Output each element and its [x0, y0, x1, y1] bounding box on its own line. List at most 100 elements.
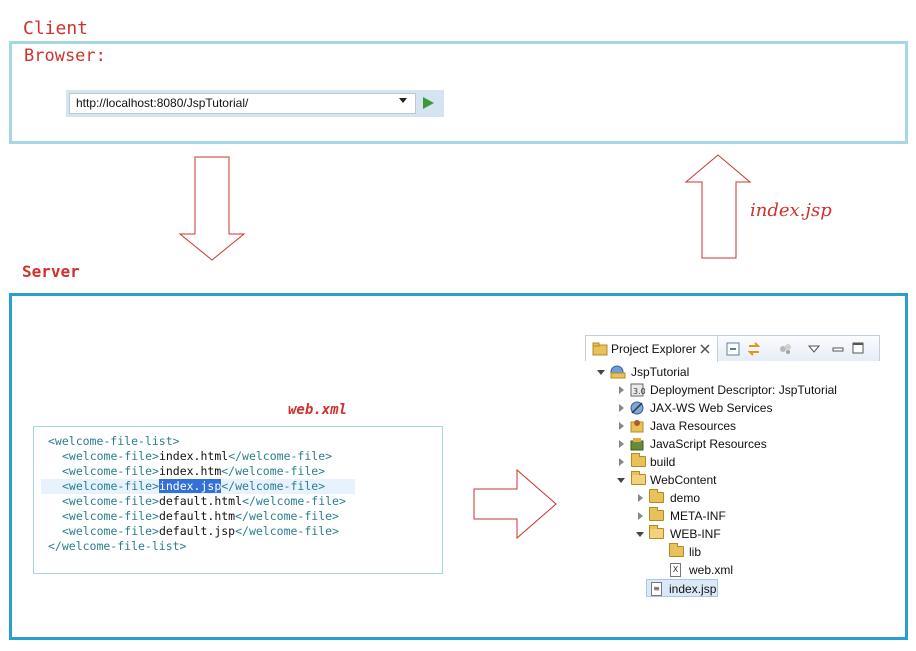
maximize-icon[interactable] — [852, 342, 864, 354]
tree-item-javascript-resources[interactable]: JavaScript Resources — [585, 435, 880, 453]
returned-file-label: index.jsp — [750, 200, 832, 221]
jsp-file-icon: ≡ — [651, 582, 662, 596]
tree-item-lib[interactable]: lib — [585, 543, 880, 561]
chevron-down-icon[interactable] — [399, 98, 407, 103]
response-arrow — [684, 154, 752, 259]
code-line: <welcome-file>default.html</welcome-file… — [34, 494, 442, 509]
server-label: Server — [22, 262, 80, 281]
tree-item-jaxws[interactable]: JAX-WS Web Services — [585, 399, 880, 417]
explorer-title: Project Explorer — [611, 342, 697, 356]
minimize-icon[interactable] — [832, 344, 844, 354]
chevron-right-icon[interactable] — [619, 440, 624, 448]
folder-icon — [649, 489, 664, 503]
xml-tag: </welcome-file> — [228, 449, 333, 463]
folder-icon — [649, 507, 664, 521]
svg-text:3.0: 3.0 — [633, 387, 645, 396]
tree-item-label: JAX-WS Web Services — [650, 401, 773, 415]
chevron-right-icon[interactable] — [619, 404, 624, 412]
web-services-icon — [630, 401, 644, 415]
close-icon[interactable] — [700, 344, 710, 354]
request-arrow — [178, 156, 246, 261]
client-box — [9, 41, 908, 144]
xml-tag: </welcome-file> — [242, 494, 346, 508]
tree-item-label: Java Resources — [650, 419, 737, 433]
lookup-arrow — [473, 468, 557, 540]
server-box — [9, 293, 908, 640]
folder-open-icon — [631, 471, 646, 485]
xml-text: default.jsp — [158, 524, 236, 538]
go-icon[interactable] — [423, 97, 434, 109]
folder-icon — [669, 543, 684, 557]
code-line: <welcome-file>index.htm</welcome-file> — [34, 464, 442, 479]
collapse-all-icon[interactable] — [726, 342, 740, 356]
folder-icon — [631, 453, 646, 467]
xml-tag: </welcome-file> — [235, 509, 339, 523]
tree-item-java-resources[interactable]: Java Resources — [585, 417, 880, 435]
filters-icon[interactable] — [778, 342, 794, 356]
tree-item-label: demo — [670, 491, 701, 505]
url-input[interactable]: http://localhost:8080/JspTutorial/ — [69, 93, 416, 114]
tree-item-project[interactable]: JspTutorial — [585, 363, 880, 381]
xml-tag: </welcome-file> — [221, 464, 326, 478]
tree-item-label: WebContent — [650, 473, 717, 487]
explorer-header: Project Explorer — [585, 335, 880, 362]
code-line: <welcome-file>default.jsp</welcome-file> — [34, 524, 442, 539]
chevron-down-icon[interactable] — [617, 478, 625, 483]
chevron-right-icon[interactable] — [638, 494, 643, 502]
xml-tag: </welcome-file> — [221, 479, 326, 493]
browser-label: Browser: — [24, 46, 106, 66]
code-line: <welcome-file-list> — [34, 434, 442, 449]
xml-text: index.html — [158, 449, 229, 463]
project-explorer-icon — [592, 342, 608, 356]
code-panel: <welcome-file-list> <welcome-file>index.… — [33, 426, 443, 574]
code-line-highlighted: <welcome-file>index.jsp</welcome-file> — [41, 479, 355, 494]
code-line: <welcome-file>index.html</welcome-file> — [34, 449, 442, 464]
tree-item-label: index.jsp — [669, 582, 717, 596]
web-project-icon — [610, 365, 626, 379]
project-explorer: Project Explorer JspTutorial 3.0 Deploym… — [585, 335, 880, 600]
xml-tag: <welcome-file> — [62, 479, 159, 493]
chevron-right-icon[interactable] — [619, 386, 624, 394]
tree-item-label: lib — [689, 545, 702, 559]
chevron-down-icon[interactable] — [636, 532, 644, 537]
java-resources-icon — [630, 420, 644, 433]
xml-text: default.htm — [158, 509, 236, 523]
deployment-descriptor-icon: 3.0 — [630, 383, 645, 397]
xml-tag: </welcome-file-list> — [48, 539, 187, 553]
folder-open-icon — [649, 525, 664, 539]
chevron-down-icon[interactable] — [597, 370, 605, 375]
javascript-resources-icon — [630, 438, 644, 451]
tree-item-build[interactable]: build — [585, 453, 880, 471]
chevron-right-icon[interactable] — [619, 422, 624, 430]
tree-item-webcontent[interactable]: WebContent — [585, 471, 880, 489]
view-menu-icon[interactable] — [808, 345, 820, 353]
tree-item-label: JavaScript Resources — [650, 437, 767, 451]
chevron-right-icon[interactable] — [638, 512, 643, 520]
tree-item-label: WEB-INF — [670, 527, 721, 541]
xml-tag: <welcome-file> — [62, 509, 159, 523]
tree-item-label: META-INF — [670, 509, 726, 523]
tree-item-label: build — [650, 455, 676, 469]
tree-item-web-xml[interactable]: X web.xml — [585, 561, 880, 579]
tree-item-index-jsp[interactable]: ≡ index.jsp — [646, 579, 718, 597]
xml-tag: <welcome-file> — [62, 449, 159, 463]
selected-text[interactable]: index.jsp — [158, 479, 222, 493]
tree-item-web-inf[interactable]: WEB-INF — [585, 525, 880, 543]
tree-item-deployment-descriptor[interactable]: 3.0 Deployment Descriptor: JspTutorial — [585, 381, 880, 399]
xml-text: default.html — [158, 494, 243, 508]
webxml-label: web.xml — [288, 402, 348, 418]
browser-address-bar: http://localhost:8080/JspTutorial/ — [66, 90, 444, 117]
client-label: Client — [23, 18, 89, 39]
tree-item-meta-inf[interactable]: META-INF — [585, 507, 880, 525]
xml-file-icon: X — [670, 563, 681, 577]
tree-item-label: JspTutorial — [631, 365, 690, 379]
tree-item-label: web.xml — [689, 563, 734, 577]
tree-item-demo[interactable]: demo — [585, 489, 880, 507]
tab-project-explorer[interactable]: Project Explorer — [586, 336, 718, 362]
xml-tag: </welcome-file> — [235, 524, 339, 538]
xml-tag: <welcome-file-list> — [48, 434, 180, 448]
xml-tag: <welcome-file> — [62, 524, 159, 538]
link-with-editor-icon[interactable] — [746, 341, 762, 357]
chevron-right-icon[interactable] — [619, 458, 624, 466]
